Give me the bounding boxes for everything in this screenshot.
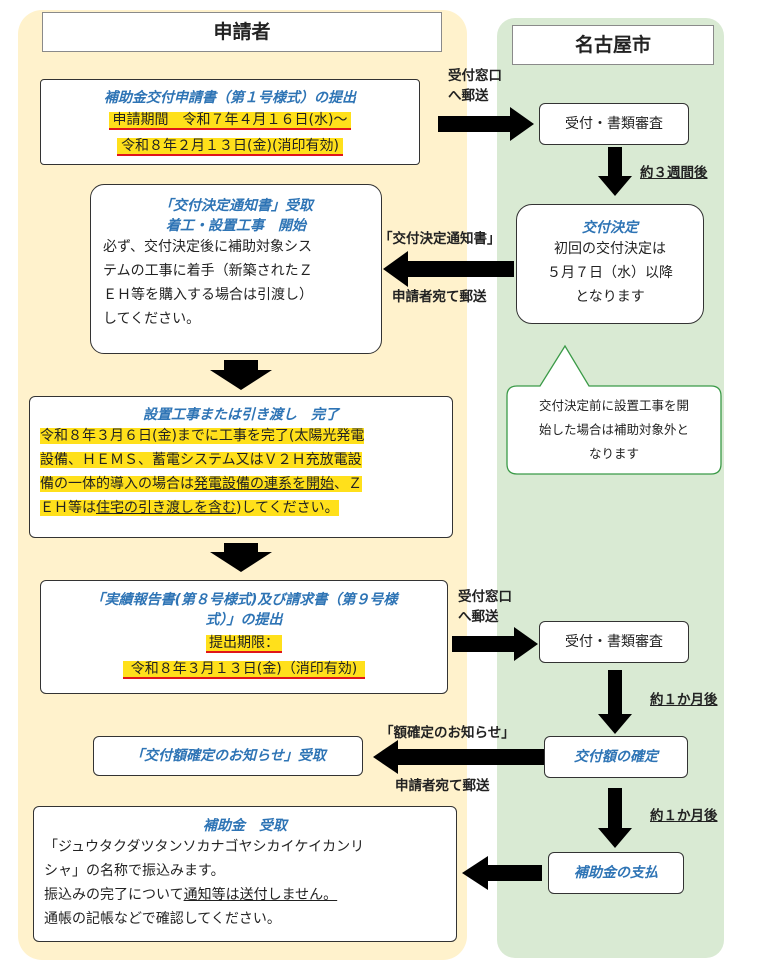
arrow-payment bbox=[462, 856, 542, 890]
mail-to-counter-1: 受付窓口へ郵送 bbox=[448, 68, 502, 104]
received-title: 補助金 受取 bbox=[203, 818, 287, 834]
mail-to-counter-2: 受付窓口へ郵送 bbox=[458, 589, 512, 625]
received-line-3a: 振込みの完了について bbox=[44, 887, 184, 903]
completion-box: 設置工事または引き渡し 完了 令和８年３月６日(金)までに工事を完了(太陽光発電… bbox=[29, 396, 453, 538]
arrow-send-decision bbox=[383, 251, 514, 287]
decision-line-3: となります bbox=[575, 289, 645, 305]
decision-notice-send: 申請者宛て郵送 bbox=[392, 289, 487, 305]
completion-line-2: 設備、ＨＥＭＳ、蓄電システム又はＶ２Ｈ充放電設 bbox=[40, 452, 362, 468]
received-line-1: 「ジュウタクダツタンソカナゴヤシカイケイカンリ bbox=[44, 839, 365, 855]
applicant-lane-header: 申請者 bbox=[42, 12, 442, 52]
callout-line-1: 交付決定前に設置工事を開 bbox=[538, 398, 689, 413]
receive-title-1: 「交付決定通知書」受取 bbox=[159, 198, 313, 214]
city-lane-header: 名古屋市 bbox=[512, 25, 714, 65]
report-title-1: 「実績報告書(第８号様式)及び請求書（第９号様 bbox=[90, 592, 398, 608]
wait-1-month-b: 約１か月後 bbox=[650, 808, 718, 824]
report-box: 「実績報告書(第８号様式)及び請求書（第９号様 式）」の提出 提出期限： 令和８… bbox=[40, 580, 448, 694]
confirm-amount-box: 交付額の確定 bbox=[544, 736, 688, 778]
decision-title: 交付決定 bbox=[582, 220, 638, 236]
callout-text: 交付決定前に設置工事を開 始した場合は補助対象外と なります bbox=[507, 394, 721, 466]
decision-box: 交付決定 初回の交付決定は ５月７日（水）以降 となります bbox=[516, 204, 704, 324]
decision-line-2: ５月７日（水）以降 bbox=[547, 265, 673, 281]
confirm-notice-send: 申請者宛て郵送 bbox=[395, 778, 490, 794]
receive-line-1: 必ず、交付決定後に補助対象シス bbox=[103, 239, 313, 255]
completion-line-4b: 住宅の引き渡しを含む bbox=[96, 500, 236, 516]
report-deadline-label: 提出期限： bbox=[206, 635, 282, 653]
report-deadline: 令和８年３月１３日(金)（消印有効) bbox=[122, 661, 366, 679]
received-line-4: 通帳の記帳などで確認してください。 bbox=[44, 911, 281, 927]
received-line-3b: 通知等は送付しません。 bbox=[183, 887, 338, 903]
arrow-down-start-to-complete bbox=[210, 360, 272, 390]
callout-line-2: 始した場合は補助対象外と bbox=[538, 422, 689, 437]
arrow-down-1month-b bbox=[598, 788, 632, 848]
receive-title-2: 着工・設置工事 開始 bbox=[166, 218, 306, 234]
completion-line-4a: ＥＨ等は bbox=[40, 500, 96, 516]
received-box: 補助金 受取 「ジュウタクダツタンソカナゴヤシカイケイカンリ シャ」の名称で振込… bbox=[33, 806, 457, 942]
receive-start-box: 「交付決定通知書」受取 着工・設置工事 開始 必ず、交付決定後に補助対象シス テ… bbox=[90, 184, 382, 354]
confirm-notice-doc: 「額確定のお知らせ」 bbox=[380, 725, 515, 741]
arrow-send-confirm bbox=[373, 740, 544, 774]
receive-line-3: ＥＨ等を購入する場合は引渡し） bbox=[103, 287, 313, 303]
warning-callout bbox=[506, 344, 722, 475]
arrow-down-complete-to-report bbox=[210, 543, 272, 572]
arrow-down-1month-a bbox=[598, 670, 632, 734]
payment-box: 補助金の支払 bbox=[548, 852, 684, 894]
review-box-1: 受付・書類審査 bbox=[539, 103, 689, 145]
application-title: 補助金交付申請書（第１号様式）の提出 bbox=[104, 90, 356, 106]
callout-line-3: なります bbox=[588, 446, 639, 461]
wait-1-month-a: 約１か月後 bbox=[650, 692, 718, 708]
completion-line-3c: 、Ｚ bbox=[334, 476, 362, 492]
review-box-2: 受付・書類審査 bbox=[539, 621, 689, 663]
report-title-2: 式）」の提出 bbox=[205, 612, 283, 628]
application-period-end: 令和８年２月１３日(金)(消印有効) bbox=[117, 138, 343, 156]
wait-3-weeks: 約３週間後 bbox=[640, 165, 708, 181]
confirm-receive-box: 「交付額確定のお知らせ」受取 bbox=[93, 736, 363, 776]
receive-line-2: テムの工事に着手（新築されたＺ bbox=[103, 263, 313, 279]
receive-line-4: してください。 bbox=[103, 311, 201, 327]
arrow-submit-application bbox=[438, 107, 534, 141]
decision-notice-doc: 「交付決定通知書」 bbox=[379, 231, 501, 247]
completion-line-1: 令和８年３月６日(金)までに工事を完了(太陽光発電 bbox=[40, 428, 365, 444]
arrow-down-3weeks bbox=[598, 147, 632, 196]
arrow-submit-report bbox=[452, 627, 538, 661]
completion-line-4c: )してください。 bbox=[236, 500, 339, 516]
application-box: 補助金交付申請書（第１号様式）の提出 申請期間 令和７年４月１６日(水)～ 令和… bbox=[40, 79, 420, 165]
completion-line-3b: 発電設備の連系を開始 bbox=[194, 476, 334, 492]
completion-title: 設置工事または引き渡し 完了 bbox=[143, 407, 339, 423]
received-line-2: シャ」の名称で振込みます。 bbox=[44, 863, 225, 879]
decision-line-1: 初回の交付決定は bbox=[554, 241, 666, 257]
completion-line-3a: 備の一体的導入の場合は bbox=[40, 476, 194, 492]
application-period-start: 令和７年４月１６日(水)～ bbox=[182, 112, 348, 128]
application-period-label: 申請期間 bbox=[112, 112, 169, 128]
